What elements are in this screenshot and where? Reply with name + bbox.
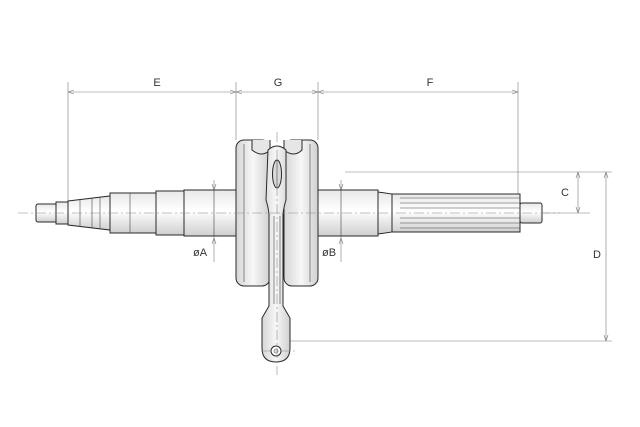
- dim-label-e: E: [153, 77, 160, 89]
- dim-label-g: G: [274, 77, 283, 89]
- dim-label-dia-b: øB: [322, 247, 336, 259]
- dimension-lines-top: [67, 82, 519, 215]
- dim-label-dia-a: øA: [193, 247, 208, 259]
- dim-label-c: C: [561, 187, 569, 199]
- center-lines: [18, 132, 560, 375]
- connecting-rod: [261, 145, 291, 363]
- dim-label-f: F: [427, 77, 434, 89]
- dim-label-d: D: [593, 249, 601, 261]
